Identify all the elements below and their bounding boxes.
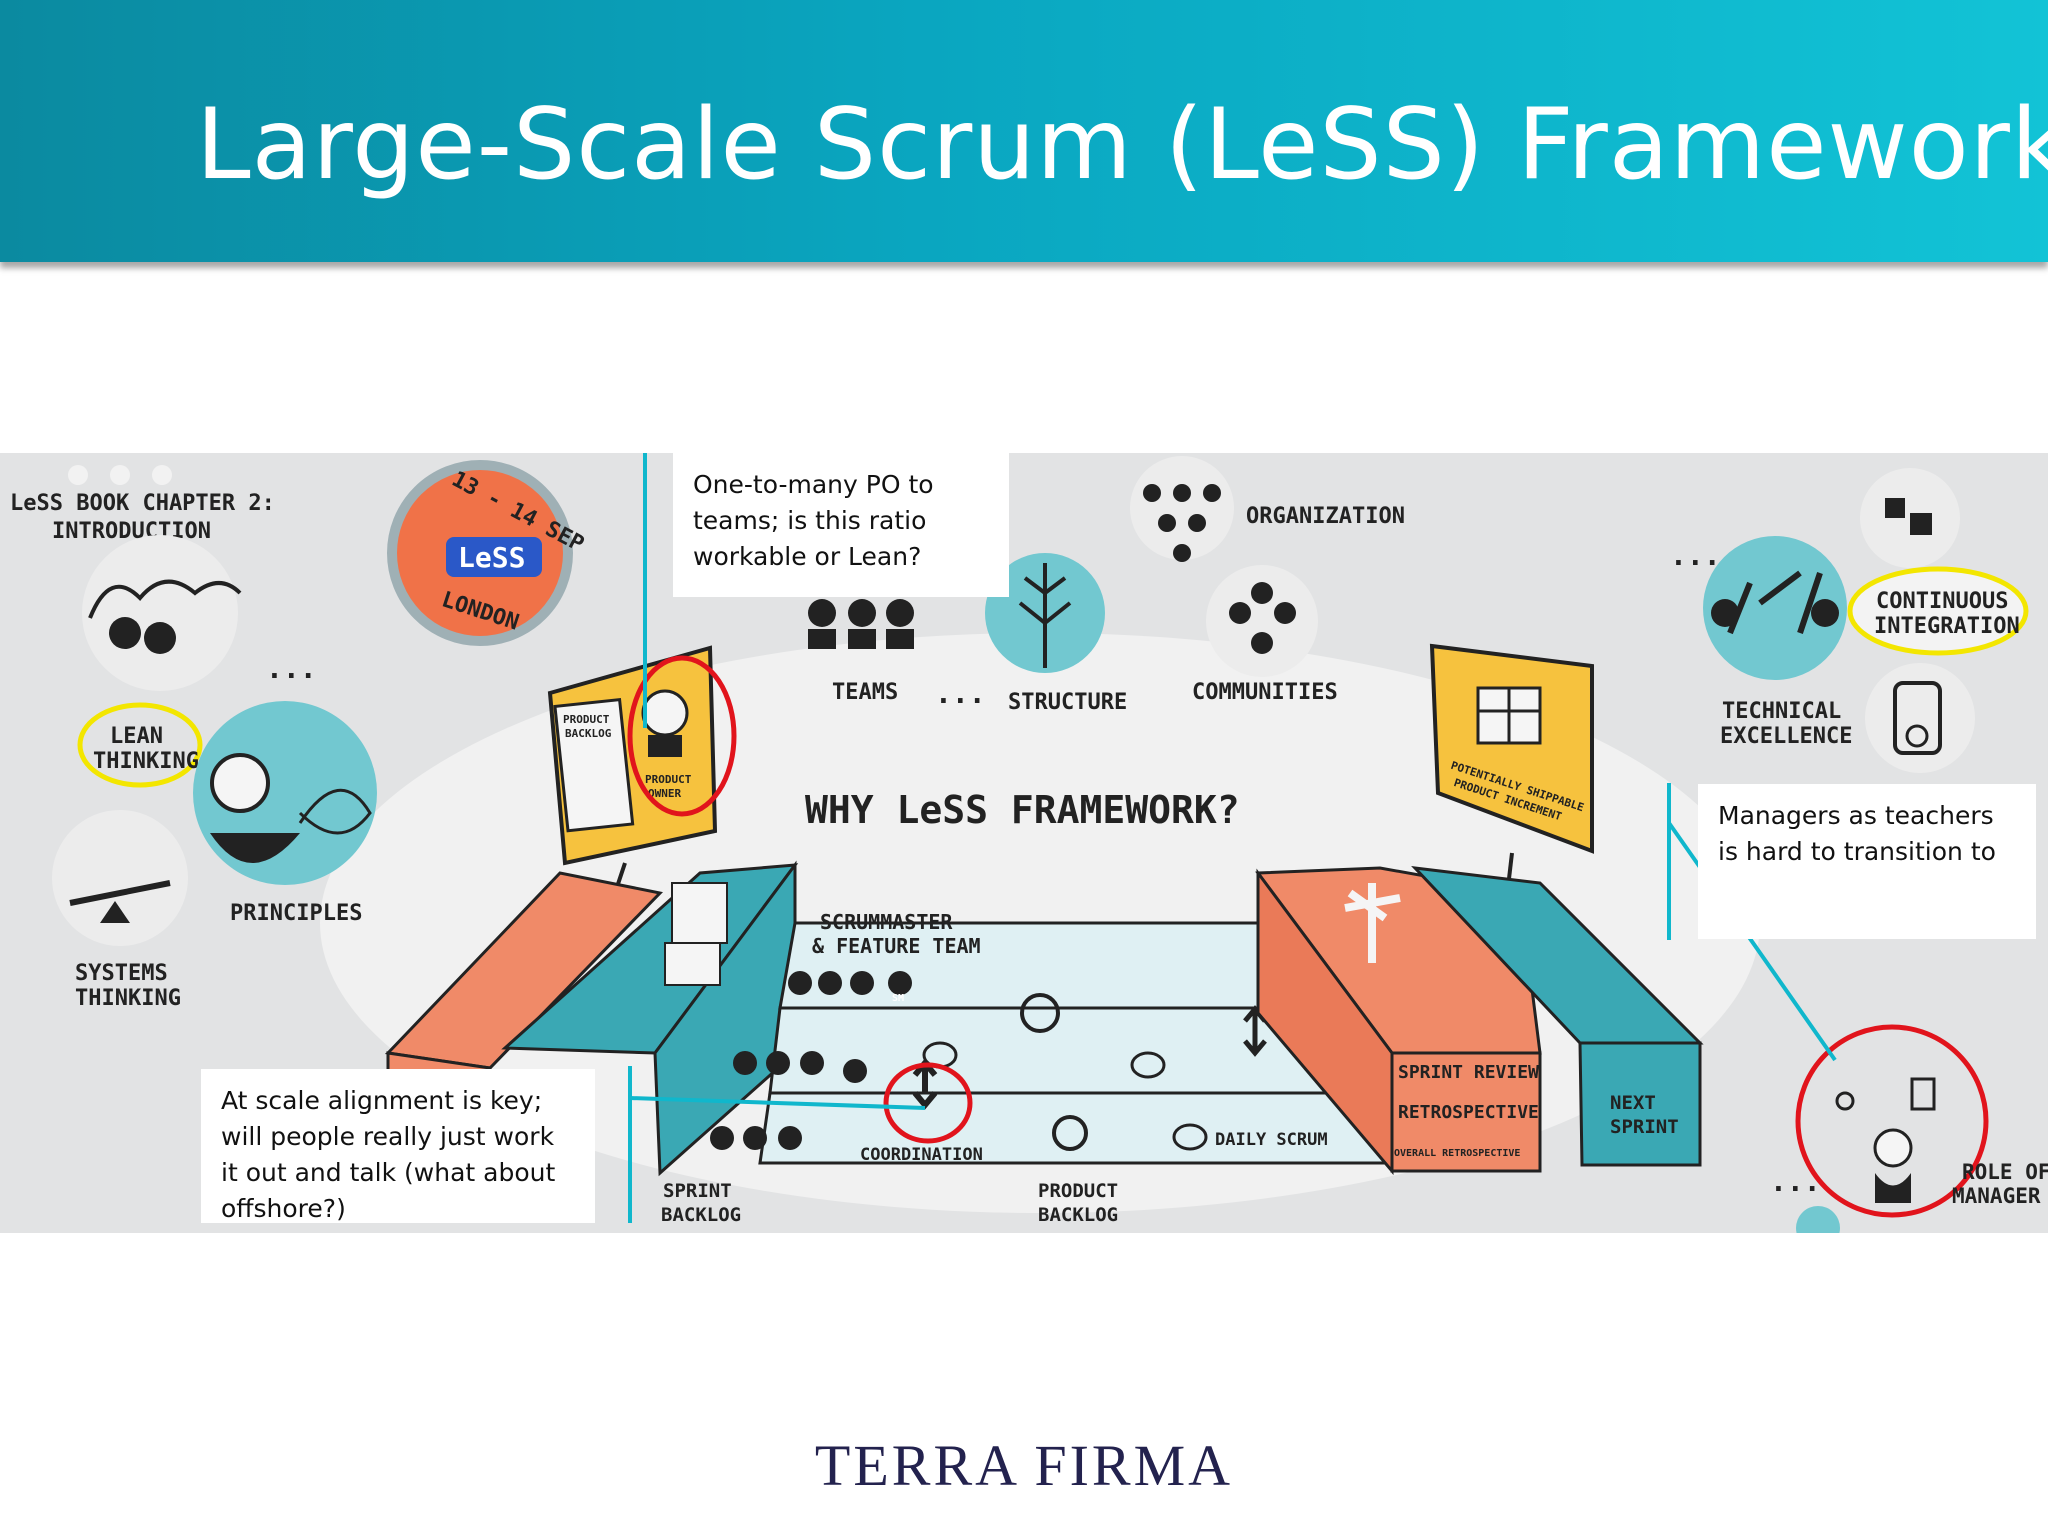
- organization-circle: [1130, 456, 1234, 560]
- ellipsis-3: ...: [1670, 539, 1721, 572]
- terra-firma-logo: TERRA FIRMA: [814, 1433, 1234, 1498]
- team-row-1: SM: [788, 971, 912, 1004]
- teams-icon: [808, 599, 914, 649]
- teams-label: TEAMS: [832, 680, 898, 705]
- ellipsis-1: ...: [266, 652, 317, 685]
- slide-header: Large-Scale Scrum (LeSS) Framework: [0, 0, 2048, 262]
- less-london-badge: 13 - 14 SEP LeSS LONDON: [387, 460, 588, 646]
- next-sprint-label-2: SPRINT: [1610, 1116, 1679, 1138]
- music-player-circle: [1865, 663, 1975, 773]
- chapter-label: LeSS BOOK CHAPTER 2:: [10, 491, 275, 516]
- team-row-3: [710, 1126, 802, 1150]
- sm-label: SM: [892, 993, 904, 1004]
- magnifier-icon-2: [1052, 1115, 1088, 1151]
- role-manager-label-1: ROLE OF: [1962, 1160, 2048, 1184]
- lean-thinking-circle: [82, 535, 238, 691]
- role-manager-label-2: MANAGER: [1952, 1184, 2041, 1208]
- role-of-manager-highlight: [1795, 1024, 1989, 1218]
- badge-logo: LeSS: [458, 541, 525, 574]
- systems-thinking-circle: [52, 810, 188, 946]
- sprint-backlog-label-1: SPRINT: [663, 1180, 732, 1202]
- center-title: WHY LeSS FRAMEWORK?: [805, 788, 1240, 832]
- po-ratio-callout: One-to-many PO to teams; is this ratio w…: [673, 453, 1009, 597]
- principles-label: PRINCIPLES: [230, 901, 362, 926]
- systems-thinking-label-1: SYSTEMS: [75, 961, 168, 986]
- product-owner-highlight: [627, 655, 737, 817]
- technical-label-2: EXCELLENCE: [1720, 724, 1852, 749]
- retrospective-label: RETROSPECTIVE: [1398, 1102, 1539, 1123]
- scrummaster-label-1: SCRUMMASTER: [820, 910, 953, 934]
- lean-thinking-label-1: LEAN: [110, 724, 163, 749]
- team-row-2: [733, 1051, 867, 1083]
- coordination-label: COORDINATION: [860, 1145, 983, 1165]
- continuous-label-1: CONTINUOUS: [1876, 589, 2008, 614]
- systems-thinking-label-2: THINKING: [75, 986, 181, 1011]
- product-backlog-label-1: PRODUCT: [1038, 1180, 1118, 1202]
- managers-callout: Managers as teachers is hard to transiti…: [1698, 784, 2036, 939]
- managers-connector-diagonal: [1667, 821, 1837, 1062]
- communities-label: COMMUNITIES: [1192, 680, 1338, 705]
- product-owner-label-2: OWNER: [648, 787, 681, 800]
- communities-circle: [1206, 565, 1318, 677]
- lean-thinking-label-2: THINKING: [93, 749, 199, 774]
- product-owner-label-1: PRODUCT: [645, 773, 692, 786]
- scrummaster-label-2: & FEATURE TEAM: [812, 934, 981, 958]
- next-sprint-label-1: NEXT: [1610, 1092, 1656, 1114]
- product-backlog-flag-2: BACKLOG: [565, 727, 612, 740]
- structure-label: STRUCTURE: [1008, 690, 1127, 715]
- alignment-connector-horizontal: [629, 1096, 926, 1110]
- slide-title: Large-Scale Scrum (LeSS) Framework: [196, 88, 2048, 202]
- product-backlog-label-2: BACKLOG: [1038, 1204, 1118, 1226]
- coordination-highlight: [883, 1062, 973, 1144]
- less-framework-sketch: LeSS BOOK CHAPTER 2: INTRODUCTION 13 - 1…: [0, 453, 2048, 1233]
- product-backlog-flag-1: PRODUCT: [563, 713, 610, 726]
- magnifier-icon: [1020, 993, 1060, 1033]
- continuous-integration-highlight: [1847, 566, 2029, 656]
- organization-label: ORGANIZATION: [1246, 504, 1405, 529]
- lean-thinking-highlight: [77, 702, 203, 788]
- sprint-review-label: SPRINT REVIEW: [1398, 1062, 1539, 1083]
- technical-excellence-circle: [1703, 536, 1847, 680]
- alignment-callout: At scale alignment is key; will people r…: [201, 1069, 595, 1223]
- ellipsis-2: ...: [935, 677, 986, 710]
- technical-label-1: TECHNICAL: [1722, 699, 1841, 724]
- overall-retro-label: OVERALL RETROSPECTIVE: [1394, 1148, 1520, 1159]
- lane-bottom: [758, 1091, 1393, 1165]
- continuous-label-2: INTEGRATION: [1874, 614, 2020, 639]
- sprint-backlog-label-2: BACKLOG: [661, 1204, 741, 1226]
- daily-scrum-label: DAILY SCRUM: [1215, 1130, 1328, 1150]
- manager-figure: [1873, 1128, 1913, 1168]
